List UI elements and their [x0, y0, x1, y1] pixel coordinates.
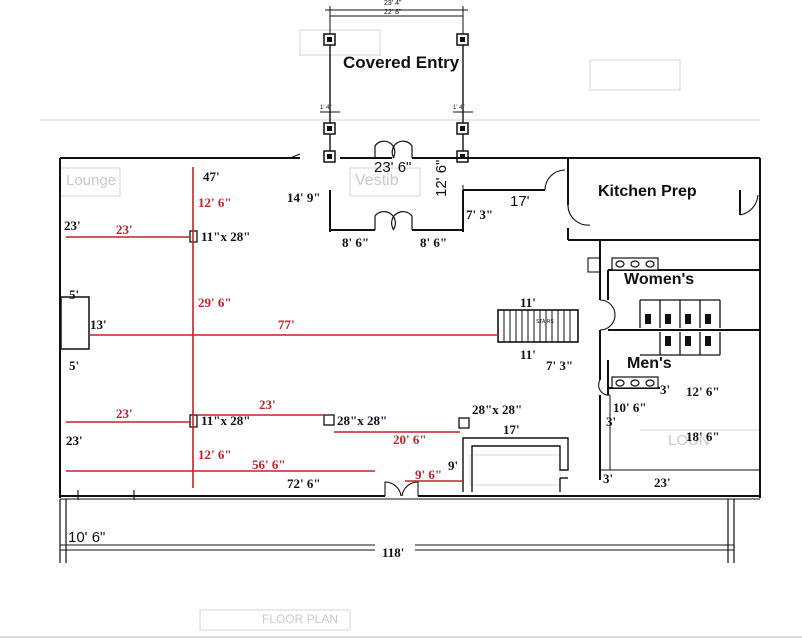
- interior-doors: [544, 169, 759, 396]
- dim-10-6-porch: 10' 6": [68, 529, 106, 546]
- red-dim-77: 77': [278, 317, 295, 332]
- stage: [60, 296, 90, 350]
- red-dim-56-6: 56' 6": [252, 457, 286, 472]
- womens-restroom-label: Women's: [624, 271, 695, 288]
- restroom-stalls: [639, 299, 721, 356]
- dim-3-right: 3': [606, 414, 617, 429]
- dim-11-top: 11': [520, 295, 536, 310]
- dim-23-left-bottom: 23': [66, 433, 83, 448]
- red-dim-9-6: 9' 6": [415, 467, 443, 482]
- stairs-label: STAIRS: [536, 319, 554, 325]
- dim-23-left-top: 23': [64, 218, 81, 233]
- entry-post-dots: [327, 37, 465, 159]
- red-dim-12-6-bottom: 12' 6": [198, 447, 232, 462]
- dim-13: 13': [90, 317, 107, 332]
- dim-47: 47': [203, 169, 220, 184]
- dim-8-6-right: 8' 6": [420, 235, 448, 250]
- dim-17-bar: 17': [503, 422, 520, 437]
- lounge-faint-label: Lounge: [66, 172, 117, 189]
- porch-lines: [59, 499, 735, 563]
- entry-width-dim: 23' 6": [374, 159, 412, 176]
- covered-entry-label: Covered Entry: [343, 52, 459, 75]
- bar-counter: [462, 437, 569, 492]
- dim-8-6-left: 8' 6": [342, 235, 370, 250]
- entry-top-outer-dim: 23' 4": [384, 0, 402, 7]
- vestibule-faint-label: Vestib: [355, 172, 399, 189]
- dim-3-bottom: 3': [603, 471, 614, 486]
- entry-post-left-dim: 1' 4": [320, 105, 332, 111]
- dim-23-bottom: 23': [654, 475, 671, 490]
- exterior-doors: [77, 481, 419, 500]
- exterior-walls: [59, 157, 761, 500]
- stairs: [497, 309, 579, 343]
- dim-5-bottom: 5': [69, 358, 80, 373]
- column-3-size: 28"x 28": [337, 413, 388, 428]
- dim-17-top: 17': [510, 193, 530, 210]
- restroom-sinks: [611, 257, 659, 389]
- faint-background-lines: [0, 29, 802, 638]
- dim-14-9: 14' 9": [287, 190, 321, 205]
- column-2-size: 11"x 28": [201, 413, 251, 428]
- dim-9: 9': [448, 458, 459, 473]
- lounge-right-faint-label: LOUN: [668, 432, 710, 449]
- vestibule-doors: [374, 140, 413, 231]
- dimension-lines: [60, 153, 760, 546]
- red-dim-29-6: 29' 6": [198, 295, 232, 310]
- red-dim-20-6: 20' 6": [393, 432, 427, 447]
- dim-7-3-mid: 7' 3": [546, 358, 574, 373]
- covered-entry-structure: [320, 6, 473, 160]
- column-4-size: 28"x 28": [472, 402, 523, 417]
- entry-top-inner-dim: 22' 8": [384, 9, 402, 16]
- dim-7-3-top: 7' 3": [466, 207, 494, 222]
- mens-restroom-label: Men's: [627, 355, 672, 372]
- column-1-size: 11"x 28": [201, 229, 251, 244]
- dim-3-mens: 3': [660, 382, 671, 397]
- red-dim-12-6-top: 12' 6": [198, 195, 232, 210]
- floor-plan-caption: FLOOR PLAN: [262, 612, 339, 626]
- columns: [189, 230, 470, 429]
- dim-10-6-right: 10' 6": [613, 400, 647, 415]
- dim-11-bottom: 11': [520, 347, 536, 362]
- dim-118: 118': [382, 545, 405, 560]
- entry-depth-dim: 12' 6": [433, 159, 450, 197]
- entry-post-right-dim: 1' 4": [453, 105, 465, 111]
- toilets: [645, 314, 711, 346]
- dim-12-6-mens: 12' 6": [686, 384, 720, 399]
- covered-entry-text: Covered Entry: [343, 53, 460, 72]
- dim-72-6: 72' 6": [287, 476, 321, 491]
- dim-5-top: 5': [69, 287, 80, 302]
- red-dim-23-left: 23': [116, 406, 133, 421]
- dim-18-6: 18' 6": [686, 429, 720, 444]
- kitchen-prep-label: Kitchen Prep: [598, 183, 697, 200]
- red-dim-23-mid: 23': [259, 397, 276, 412]
- red-dimension-lines: [66, 167, 498, 488]
- red-dim-23-top: 23': [116, 222, 133, 237]
